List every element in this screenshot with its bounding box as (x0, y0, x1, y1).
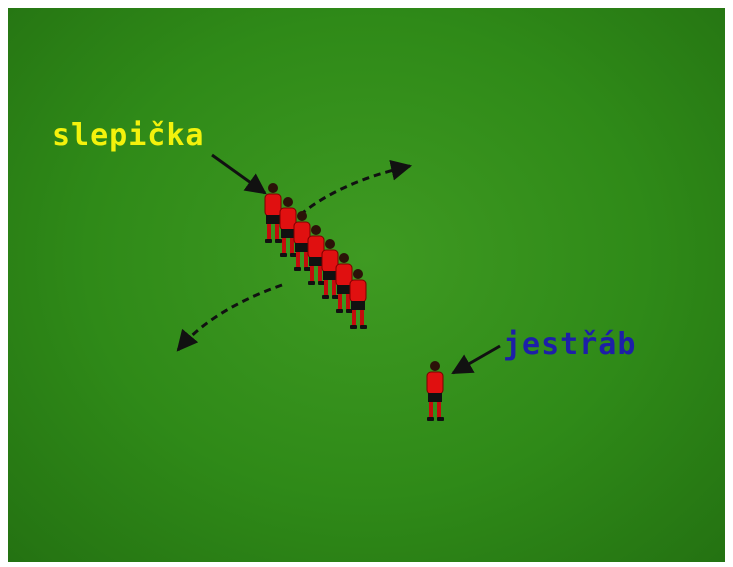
movement-arrow-bottom-left (176, 283, 283, 352)
hawk-label: jestřáb (503, 327, 637, 362)
hawk-pointer-arrow (451, 344, 501, 375)
player-1 (264, 182, 283, 244)
player-7 (349, 268, 368, 330)
hen-pointer-arrow (211, 153, 267, 195)
hen-label: slepička (52, 118, 205, 153)
hawk-player (426, 360, 445, 422)
movement-arrow-top-right (299, 159, 413, 217)
